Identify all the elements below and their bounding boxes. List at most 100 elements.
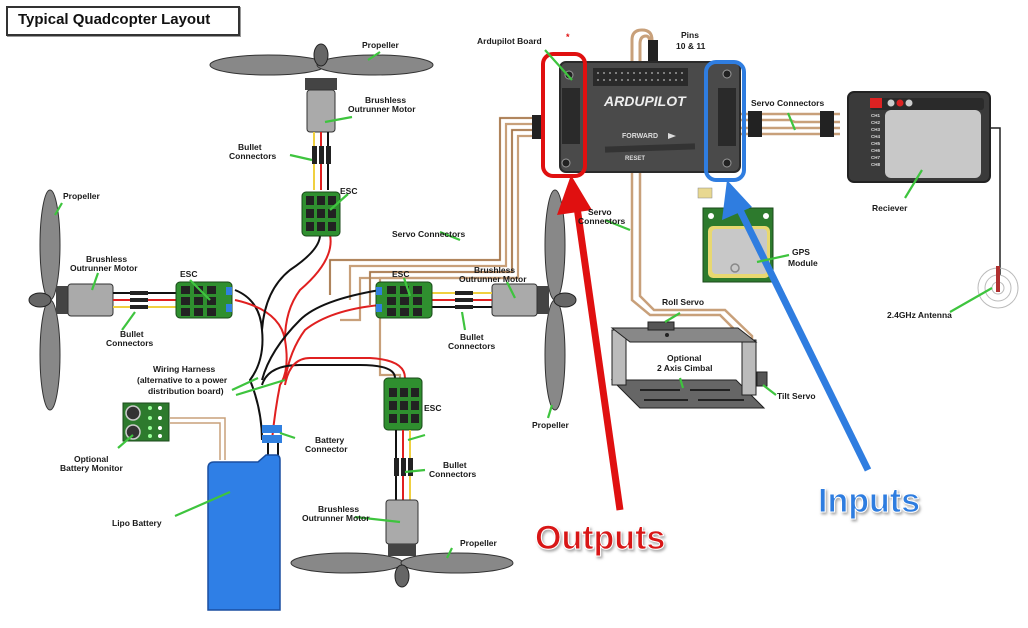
top-bullet-connectors [312, 146, 331, 164]
label-servo-connectors-center: Servo Connectors [392, 229, 465, 239]
label-right-propeller: Propeller [532, 420, 570, 430]
top-motor[interactable] [305, 78, 337, 133]
balance-lead [170, 417, 226, 460]
inputs-highlight-box [704, 60, 746, 182]
board-logo: ARDUPILOT [603, 93, 687, 109]
label-left-esc: ESC [180, 269, 197, 279]
bottom-bullet-connectors [394, 458, 413, 476]
right-esc[interactable] [375, 281, 433, 319]
svg-text:CH1: CH1 [871, 113, 880, 118]
lipo-battery[interactable] [207, 454, 281, 611]
gimbal[interactable] [610, 321, 768, 409]
pins-wire-loop [630, 28, 654, 70]
label-right-motor-2: Outrunner Motor [459, 274, 527, 284]
label-inputs: Inputs [818, 482, 920, 520]
title-box: Typical Quadcopter Layout [6, 6, 240, 36]
label-left-bullet-2: Connectors [106, 338, 154, 348]
label-top-esc: ESC [340, 186, 357, 196]
servo-wires-main [328, 116, 545, 380]
label-gimbal-2: 2 Axis Cimbal [657, 363, 712, 373]
top-esc[interactable] [301, 191, 341, 237]
antenna-wire [990, 127, 1001, 275]
svg-text:CH7: CH7 [871, 155, 880, 160]
left-esc[interactable] [175, 281, 233, 319]
label-battery-connector-2: Connector [305, 444, 348, 454]
right-propeller[interactable] [544, 189, 577, 411]
label-right-bullet-2: Connectors [448, 341, 496, 351]
bottom-esc[interactable] [383, 377, 423, 431]
label-asterisk: * [566, 32, 570, 42]
outputs-arrow [557, 175, 624, 511]
label-top-motor-1: Brushless [365, 95, 406, 105]
ardupilot-board[interactable]: ARDUPILOT FORWARD RESET [559, 61, 741, 173]
battery-monitor[interactable] [122, 402, 170, 442]
label-gimbal-1: Optional [667, 353, 701, 363]
label-left-bullet-1: Bullet [120, 329, 144, 339]
label-receiver: Reciever [872, 203, 908, 213]
battery-connector[interactable] [262, 425, 282, 443]
left-propeller[interactable] [28, 189, 61, 411]
label-ardupilot-board: Ardupilot Board [477, 36, 542, 46]
labels: Ardupilot Board * Pins 10 & 11 Servo Con… [60, 30, 952, 558]
receiver-wire-plugs [748, 111, 834, 137]
svg-text:CH3: CH3 [871, 127, 880, 132]
label-top-propeller: Propeller [362, 40, 400, 50]
label-tilt-servo: Tilt Servo [777, 391, 816, 401]
label-bottom-motor-2: Outrunner Motor [302, 513, 370, 523]
label-pins-1: Pins [681, 30, 699, 40]
label-top-bullet-1: Bullet [238, 142, 262, 152]
left-bullet-connectors [130, 291, 148, 309]
label-bottom-motor-1: Brushless [318, 504, 359, 514]
label-harness-3: distribution board) [148, 386, 224, 396]
svg-text:CH8: CH8 [871, 162, 880, 167]
label-gps-2: Module [788, 258, 818, 268]
inputs-arrow [722, 180, 872, 472]
label-battery-connector-1: Battery [315, 435, 345, 445]
receiver-channel-labels: CH1 CH2 CH3 CH4 CH5 CH6 CH7 CH8 [871, 113, 880, 167]
label-harness-2: (alternative to a power [137, 375, 228, 385]
servo-wires-front [329, 117, 545, 305]
board-rail [604, 143, 696, 153]
pins-connector [648, 40, 658, 62]
label-top-motor-2: Outrunner Motor [348, 104, 416, 114]
forward-arrow-icon [668, 133, 676, 139]
antenna [977, 266, 1019, 309]
left-motor[interactable] [56, 283, 114, 317]
board-reset-label: RESET [625, 156, 645, 162]
svg-text:CH4: CH4 [871, 134, 880, 139]
label-pins-2: 10 & 11 [676, 41, 706, 51]
label-outputs: Outputs [535, 519, 665, 557]
label-lipo-battery: Lipo Battery [112, 518, 162, 528]
board-forward-label: FORWARD [622, 133, 658, 140]
svg-text:CH6: CH6 [871, 148, 880, 153]
label-antenna: 2.4GHz Antenna [887, 310, 952, 320]
label-right-motor-1: Brushless [474, 265, 515, 275]
svg-text:CH5: CH5 [871, 141, 880, 146]
bottom-motor[interactable] [385, 499, 419, 556]
right-bullet-connectors [455, 291, 473, 309]
svg-text:CH2: CH2 [871, 120, 880, 125]
label-servo-connectors-top: Servo Connectors [751, 98, 824, 108]
label-bottom-bullet-2: Connectors [429, 469, 477, 479]
top-propeller[interactable] [209, 43, 434, 76]
bottom-propeller[interactable] [290, 552, 514, 588]
label-battery-monitor-2: Battery Monitor [60, 463, 124, 473]
label-servo-connectors-mid-1: Servo [588, 207, 612, 217]
label-servo-connectors-mid-2: Connectors [578, 216, 626, 226]
input-header [718, 88, 736, 146]
output-header [562, 88, 580, 144]
receiver[interactable]: CH1 CH2 CH3 CH4 CH5 CH6 CH7 CH8 [847, 91, 991, 183]
label-left-motor-1: Brushless [86, 254, 127, 264]
label-bottom-propeller: Propeller [460, 538, 498, 548]
label-right-bullet-1: Bullet [460, 332, 484, 342]
board-mount-holes [561, 69, 732, 168]
label-left-propeller: Propeller [63, 191, 101, 201]
label-harness-1: Wiring Harness [153, 364, 216, 374]
label-roll-servo: Roll Servo [662, 297, 704, 307]
label-left-motor-2: Outrunner Motor [70, 263, 138, 273]
pointer-lines [54, 49, 993, 559]
right-motor[interactable] [491, 283, 549, 317]
label-gps-1: GPS [792, 247, 810, 257]
label-battery-monitor-1: Optional [74, 454, 108, 464]
